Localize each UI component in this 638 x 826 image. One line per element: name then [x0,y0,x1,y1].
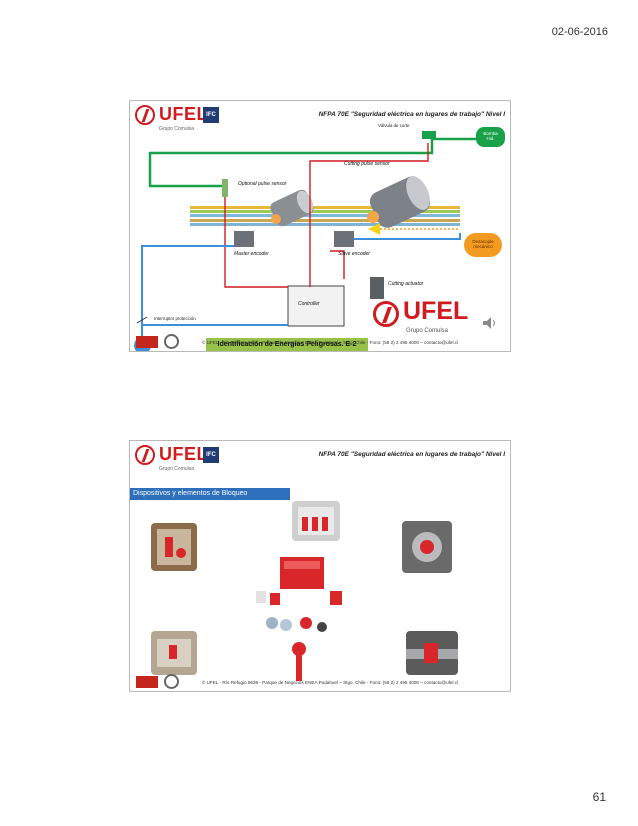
big-logo-word: UFEL [403,297,469,325]
ufel-bolt-icon [135,105,155,125]
page-date: 02-06-2016 [551,26,608,38]
slide-lockout-devices: UFEL Grupo Comulsa IFC NFPA 70E "Segurid… [129,440,511,692]
optional-pulse-label: Optional pulse sensor [238,181,287,187]
slave-encoder-device [334,231,354,247]
slide-header-title: NFPA 70E "Seguridad eléctrica en lugares… [318,111,505,118]
slide-footer: © UFEL - Río Refugio 9638 - Parque de Ne… [130,331,510,351]
cutting-actuator-label: Cutting actuator [388,281,424,287]
ufel-logo: UFEL Grupo Comulsa [135,444,208,475]
ufel-big-bolt-icon [373,301,399,327]
controller-label: Controller [298,301,320,307]
slave-encoder-label: Slave encoder [338,251,370,257]
page-number: 61 [592,790,606,804]
power-line-3 [354,233,461,240]
signal-line-red-1 [309,143,429,287]
pump-button: Bomba Hid. [476,127,505,147]
roller-left [270,189,314,227]
master-encoder-device [234,231,254,247]
photo-lockout-station [292,501,340,541]
ufel-big-logo: UFEL Grupo Comulsa [373,297,469,349]
bureau-veritas-logo [136,676,158,688]
ifc-logo: IFC [203,107,219,123]
slide-footer: © UFEL - Río Refugio 9638 - Parque de Ne… [130,671,510,691]
certification-seal-icon [164,674,179,689]
big-logo-sub: Grupo Comulsa [406,328,449,334]
energy-diagram [136,131,485,341]
logo-word: UFEL [159,104,208,124]
slide-energy-identification: UFEL Grupo Comulsa IFC NFPA 70E "Segurid… [129,100,511,352]
photo-valve-lockout [402,521,452,573]
mechanical-disconnect-button: Desacople mecánico [464,233,502,257]
optional-sensor-device [222,179,228,197]
section-banner: Identificación de Energías Peligrosas. E… [206,338,368,351]
protection-switch-icon [136,316,148,324]
logo-sub: Grupo Comulsa [159,126,195,132]
signal-line-red-3 [330,250,345,279]
photo-pipe-lockout [406,631,458,675]
cut-valve-icon [422,131,436,139]
section-title-bar: Dispositivos y elementos de Bloqueo [130,488,290,500]
logo-word: UFEL [159,444,208,464]
photo-lockout-valve [151,523,197,571]
speaker-icon[interactable] [481,315,497,331]
ifc-logo: IFC [203,447,219,463]
photo-breaker-lockout [151,631,197,675]
ufel-bolt-icon [135,445,155,465]
hydraulic-line [148,137,485,188]
protection-switch-label: Interruptor protección [154,316,196,321]
slide-header-title: NFPA 70E "Seguridad eléctrica en lugares… [318,451,505,458]
cutting-actuator-device [370,277,384,299]
signal-line-red-2 [224,197,288,288]
cutting-pulse-label: Cutting pulse sensor [344,161,390,167]
photo-lockout-kit [242,545,360,685]
roller-right [367,176,431,228]
conveyor-belt [190,206,460,226]
valve-label: Válvula de corte [378,123,410,128]
controller-box [287,285,345,327]
footer-contact: © UFEL - Río Refugio 9638 - Parque de Ne… [202,340,459,345]
logo-sub: Grupo Comulsa [159,466,195,472]
ufel-logo: UFEL Grupo Comulsa [135,104,208,135]
certification-seal-icon [164,334,179,349]
footer-contact: © UFEL - Río Refugio 9638 - Parque de Ne… [202,680,459,685]
master-encoder-label: Master encoder [234,251,269,257]
mechanical-coupling-arrow [368,223,380,235]
power-line-1 [141,245,234,341]
bureau-veritas-logo [136,336,158,348]
